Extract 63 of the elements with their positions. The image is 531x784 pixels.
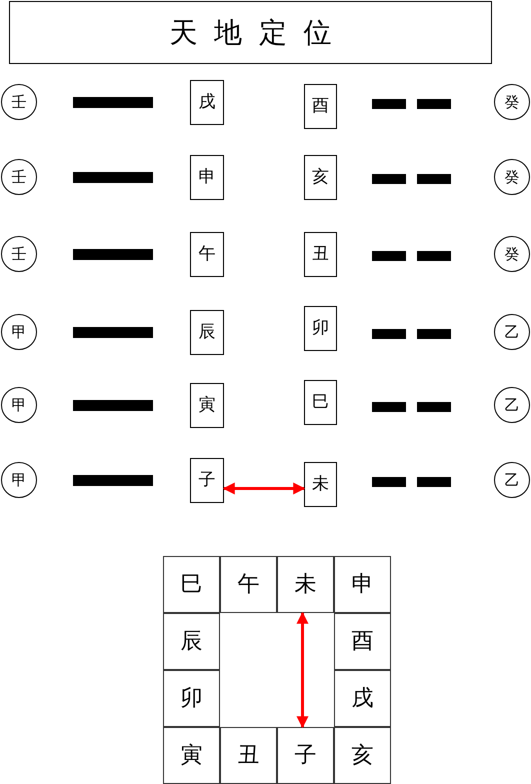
branch-label: 壬 [12, 92, 26, 113]
branch-label: 亥 [312, 166, 329, 189]
branch-label: 寅 [198, 394, 216, 417]
branch-box [190, 310, 224, 355]
branch-box [190, 383, 224, 428]
double-arrow [222, 482, 306, 494]
branch-label: 申 [352, 571, 374, 599]
branch-box [304, 306, 337, 351]
branch-box [304, 232, 337, 277]
branch-label: 甲 [12, 394, 26, 416]
branch-label: 甲 [12, 470, 26, 491]
branch-label: 卯 [312, 316, 329, 340]
branch-label: 酉 [312, 94, 329, 118]
branch-label: 子 [294, 742, 316, 770]
branch-label: 午 [198, 242, 216, 266]
grid-cell [277, 727, 334, 784]
branch-box [304, 380, 337, 425]
grid-cell [163, 613, 220, 670]
branch-label: 辰 [180, 628, 202, 656]
branch-label: 午 [238, 571, 260, 599]
branch-box [190, 155, 224, 200]
branch-box [190, 458, 224, 503]
branch-label: 癸 [504, 166, 520, 188]
branch-label: 未 [294, 571, 316, 599]
grid-cell [334, 556, 391, 613]
branch-label: 辰 [198, 320, 216, 344]
grid-cell [220, 727, 277, 784]
branch-box [190, 80, 224, 125]
branch-label: 子 [198, 468, 216, 492]
branch-box [304, 155, 337, 200]
branch-label: 戌 [352, 685, 374, 713]
double-arrow [296, 612, 308, 728]
branch-label: 巳 [312, 390, 329, 414]
grid-cell [334, 613, 391, 670]
branch-box [304, 84, 337, 129]
branch-box [304, 462, 337, 507]
title: 天地定位 [168, 14, 348, 50]
branch-label: 未 [312, 472, 329, 496]
grid-cell [220, 556, 277, 613]
branch-box [190, 232, 224, 277]
grid-cell [163, 727, 220, 784]
branch-label: 卯 [180, 685, 202, 713]
grid-cell [163, 670, 220, 727]
branch-label: 戌 [198, 90, 216, 114]
branch-label: 壬 [12, 244, 26, 265]
branch-label: 乙 [504, 394, 520, 416]
branch-label: 寅 [180, 742, 202, 770]
branch-label: 亥 [352, 742, 374, 770]
grid-cell [334, 670, 391, 727]
branch-label: 壬 [12, 166, 26, 188]
grid-cell [277, 556, 334, 613]
branch-label: 癸 [504, 244, 520, 265]
branch-label: 酉 [352, 628, 374, 656]
branch-label: 乙 [504, 322, 520, 343]
branch-label: 申 [198, 166, 216, 189]
branch-label: 丑 [238, 742, 260, 770]
grid-cell [163, 556, 220, 613]
branch-label: 癸 [504, 92, 520, 113]
branch-label: 乙 [504, 470, 520, 491]
grid-cell [334, 727, 391, 784]
branch-label: 巳 [180, 571, 202, 599]
branch-label: 丑 [312, 242, 329, 266]
branch-label: 甲 [12, 322, 26, 343]
